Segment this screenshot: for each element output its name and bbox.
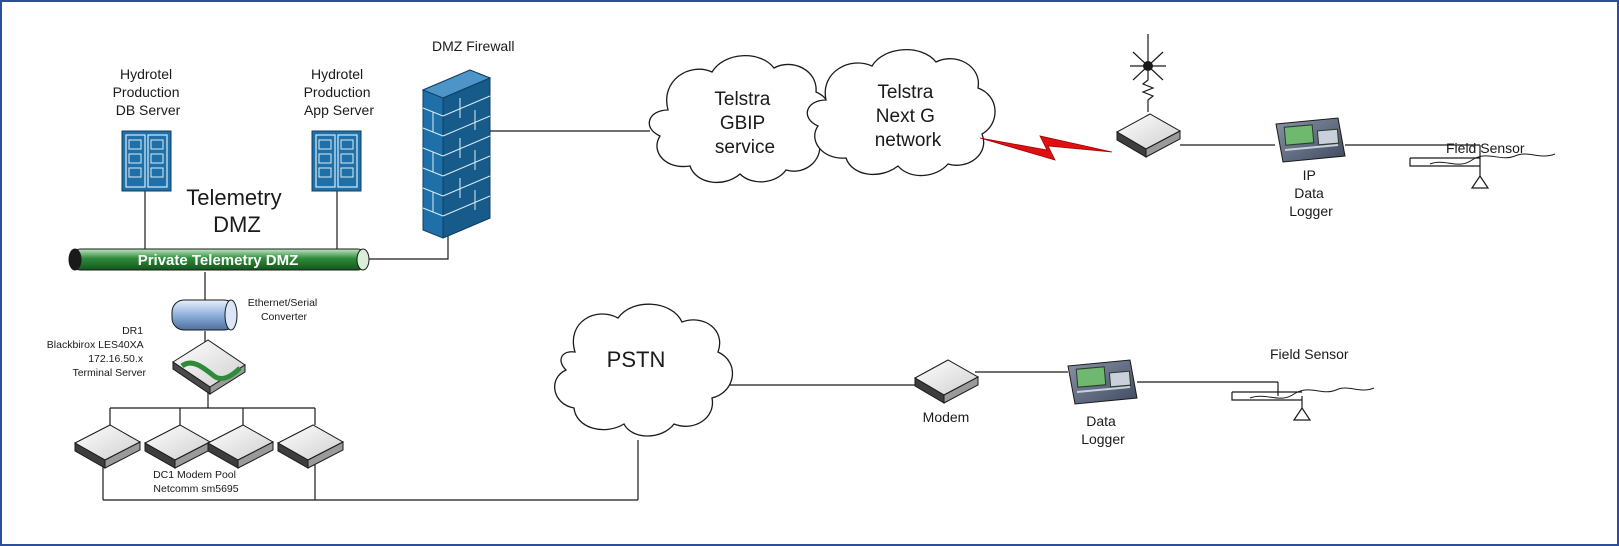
modem-label: Modem	[923, 409, 970, 425]
wireless-modem-icon	[1115, 113, 1182, 158]
db-server	[121, 130, 172, 192]
field-sensor-top-label: Field Sensor	[1446, 140, 1525, 156]
converter-icon	[171, 299, 238, 331]
terminal-server-icon	[172, 339, 246, 395]
app-server	[311, 130, 362, 192]
cloud-gbip-icon	[648, 55, 832, 184]
firewall-icon	[421, 69, 492, 239]
cloud-nextg-label: Telstra Next G network	[875, 82, 942, 151]
converter-label: Ethernet/Serial Converter	[248, 297, 320, 323]
modem-icon	[73, 424, 142, 469]
app-server-label: Hydrotel Production App Server	[304, 66, 375, 118]
modem-pool-label: DC1 Modem Pool Netcomm sm5695	[153, 469, 239, 495]
dmz-title: Telemetry DMZ	[186, 185, 287, 237]
modem-icon	[913, 359, 980, 404]
wireless-link-icon	[979, 135, 1113, 161]
pipe-label: Private Telemetry DMZ	[138, 252, 299, 269]
terminal-server-label: DR1 Blackbirox LES40XA 172.16.50.x Termi…	[47, 325, 147, 379]
modem-icon	[206, 424, 275, 469]
private-dmz-bus	[68, 248, 370, 271]
modem-icon	[276, 424, 345, 469]
field-sensor-bottom-label: Field Sensor	[1270, 346, 1349, 362]
cloud-pstn-icon	[554, 303, 734, 437]
db-server-label: Hydrotel Production DB Server	[113, 66, 184, 118]
field-sensor-top-icon	[1409, 153, 1556, 189]
cloud-pstn-label: PSTN	[607, 347, 666, 372]
antenna-icon	[1130, 34, 1166, 112]
field-sensor-bottom-icon	[1231, 387, 1375, 421]
ip-data-logger-label: IP Data Logger	[1289, 167, 1333, 219]
cloud-gbip-label: Telstra GBIP service	[714, 89, 775, 158]
ip-data-logger-icon	[1275, 117, 1346, 163]
data-logger-icon	[1067, 359, 1138, 405]
cloud-nextg-icon	[806, 49, 996, 177]
modem-icon	[143, 424, 212, 469]
firewall-label: DMZ Firewall	[432, 38, 514, 54]
data-logger-label: Data Logger	[1081, 413, 1125, 447]
connections	[102, 130, 1481, 501]
modem-pool	[73, 424, 345, 469]
